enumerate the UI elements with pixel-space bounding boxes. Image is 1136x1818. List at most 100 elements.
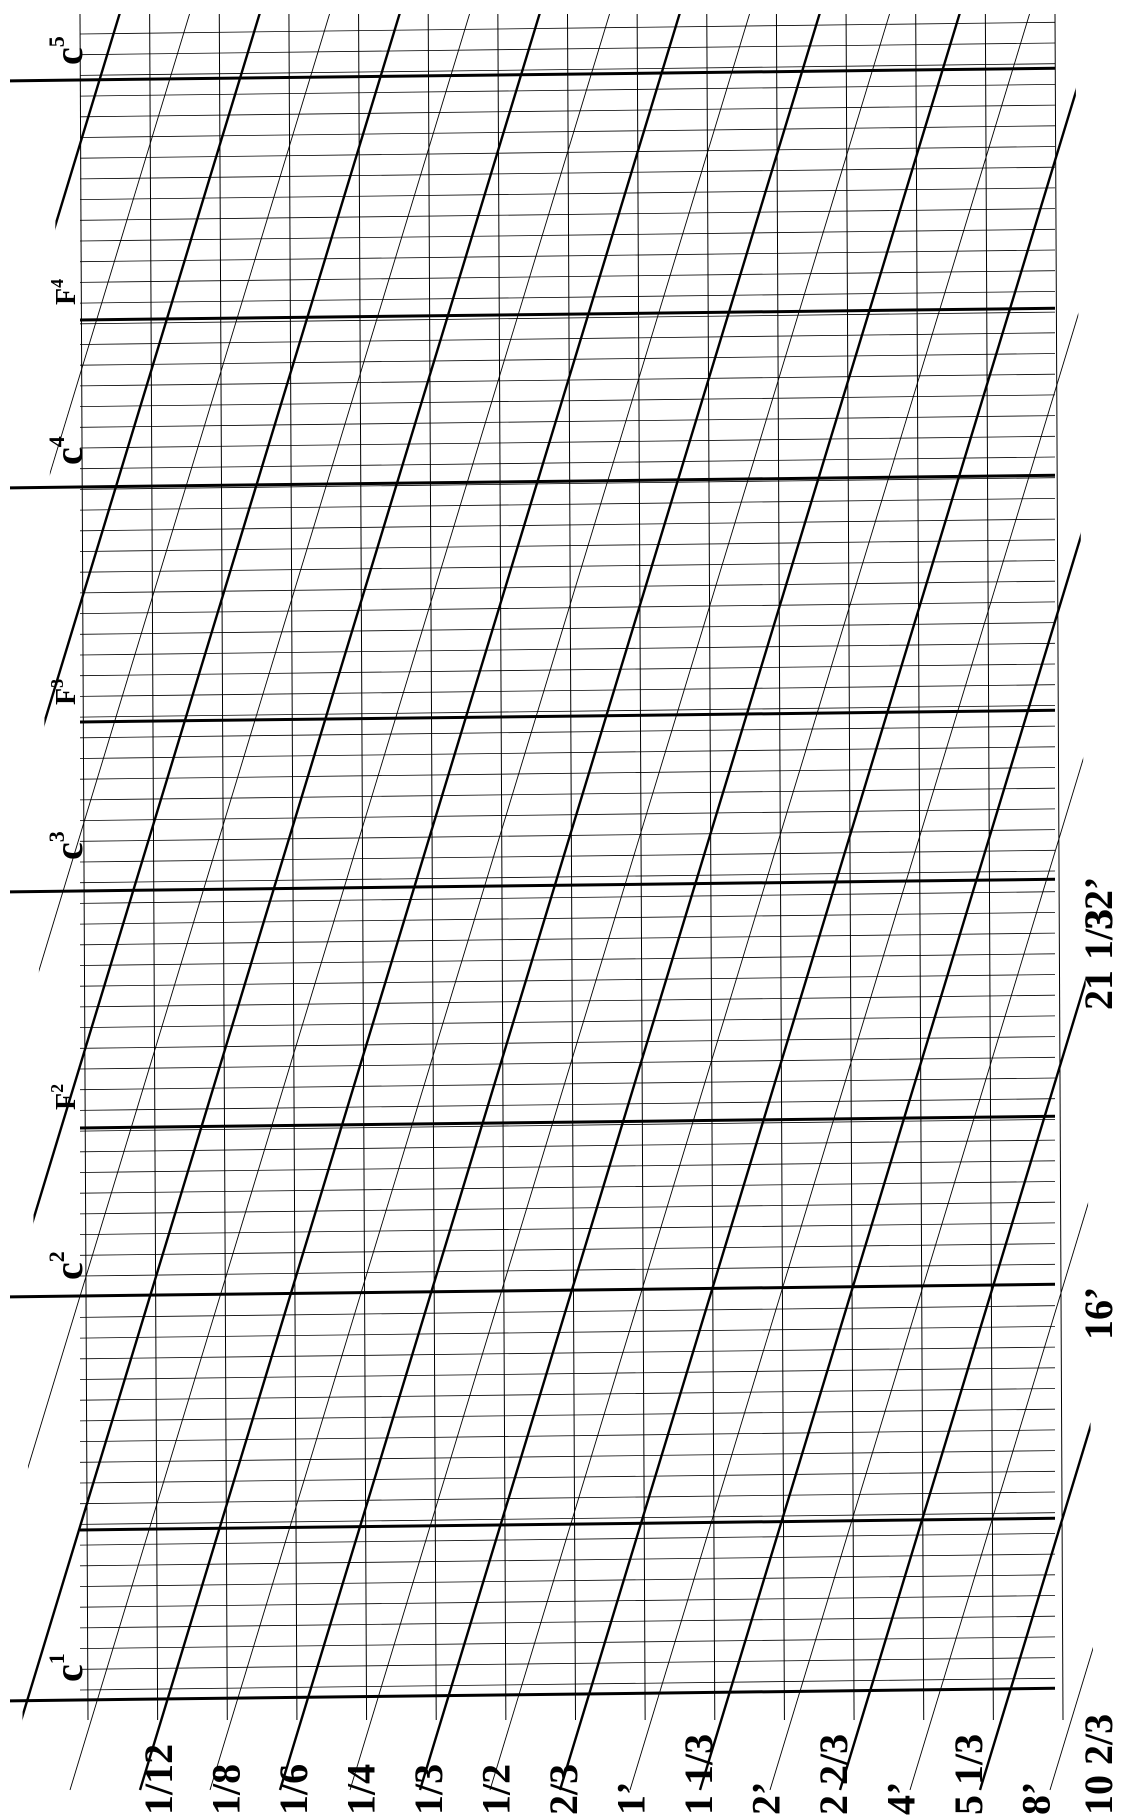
grid-row-line xyxy=(79,42,1056,56)
grid-row-line xyxy=(79,1201,1056,1215)
note-line xyxy=(79,306,1056,322)
grid-row-line xyxy=(79,1243,1056,1256)
note-line xyxy=(9,473,1056,490)
grid-row-line xyxy=(79,1139,1056,1153)
grid-column-line xyxy=(497,13,507,1721)
grid-row-line xyxy=(79,891,1056,904)
pitch-label-right: 21 1/3 xyxy=(1076,909,1121,1010)
pitch-label: 1/3 xyxy=(406,1764,451,1815)
note-label: F2 xyxy=(47,1084,82,1110)
pitch-label: 1/2 xyxy=(474,1764,519,1815)
grid-row-line xyxy=(79,746,1056,759)
grid-row-line xyxy=(79,394,1056,407)
note-letter: F xyxy=(51,1093,82,1110)
grid-row-line xyxy=(79,353,1056,366)
grid-row-line xyxy=(79,1553,1056,1567)
grid-row-line xyxy=(79,808,1056,821)
pitch-label: 2 2/3 xyxy=(811,1734,856,1815)
pitch-diagonal-minor xyxy=(20,14,331,1791)
grid-row-line xyxy=(79,1657,1056,1670)
pitch-diagonal-major xyxy=(20,14,262,1791)
grid-column-line xyxy=(775,13,785,1721)
note-line xyxy=(9,1282,1056,1299)
grid-row-line xyxy=(79,642,1056,656)
note-line xyxy=(79,1114,1056,1130)
note-letter: F xyxy=(51,288,82,305)
pitch-diagonal-major xyxy=(978,14,1095,1791)
pitch-label-right: 16’ xyxy=(1076,1287,1121,1340)
grid-row-line xyxy=(79,1077,1056,1091)
note-letter: F xyxy=(51,688,82,705)
grid-row-line xyxy=(79,1615,1056,1629)
grid-column-line xyxy=(218,13,228,1721)
grid-row-line xyxy=(79,684,1056,697)
pitch-diagonal-minor xyxy=(909,14,1095,1791)
grid-row-line xyxy=(79,1222,1056,1235)
pitch-diagonal-major xyxy=(418,14,962,1791)
grid-row-line xyxy=(79,21,1056,35)
pitch-diagonal-minor xyxy=(20,14,471,1791)
grid-row-line xyxy=(79,1036,1056,1049)
note-line xyxy=(79,708,1056,724)
grid-row-line xyxy=(79,974,1056,987)
grid-row-line xyxy=(79,291,1056,304)
pitch-label: 5 1/3 xyxy=(946,1734,991,1815)
note-label: c1 xyxy=(44,1653,91,1682)
grid-column-line xyxy=(1054,13,1064,1721)
grid-row-line xyxy=(79,1181,1056,1194)
grid-row-line xyxy=(79,663,1056,677)
grid-row-line xyxy=(79,270,1056,283)
grid-row-line xyxy=(79,1160,1056,1173)
pitch-label: 1’ xyxy=(609,1782,654,1815)
grid-row-line xyxy=(79,580,1056,594)
pitch-diagonal-minor xyxy=(69,14,611,1791)
note-superscript: 4 xyxy=(44,436,69,447)
grid-row-line xyxy=(79,725,1056,739)
pitch-diagonal-major xyxy=(20,14,402,1791)
grid-row-line xyxy=(79,1015,1056,1028)
grid-column-line xyxy=(567,13,576,1721)
pitch-label: 1/8 xyxy=(204,1764,249,1815)
pitch-diagonal-major xyxy=(838,14,1095,1791)
note-label: F3 xyxy=(47,679,82,705)
pitch-diagonal-minor xyxy=(20,14,191,1791)
grid-row-line xyxy=(79,539,1056,552)
pitch-diagonal-minor xyxy=(349,14,891,1791)
grid-row-line xyxy=(79,1305,1056,1318)
grid-row-line xyxy=(79,166,1056,180)
grid-row-line xyxy=(79,104,1056,118)
pitch-diagonal-minor xyxy=(209,14,751,1791)
grid-column-line xyxy=(427,13,437,1721)
grid-row-line xyxy=(79,1098,1056,1111)
grid-row-line xyxy=(79,1408,1056,1422)
pitch-diagonal-minor xyxy=(769,14,1095,1791)
note-superscript: 4 xyxy=(47,279,67,288)
grid-row-line xyxy=(79,228,1056,242)
grid-row-line xyxy=(79,1636,1056,1649)
pitch-label: 1/12 xyxy=(136,1744,181,1815)
grid-row-line xyxy=(79,1512,1056,1525)
note-superscript: 5 xyxy=(44,36,69,47)
pitch-diagonal-minor xyxy=(489,14,1031,1791)
grid-row-line xyxy=(79,187,1056,200)
pitch-diagonal-major xyxy=(278,14,822,1791)
note-superscript: 3 xyxy=(44,831,69,842)
note-superscript: 3 xyxy=(47,679,67,688)
grid-row-line xyxy=(79,932,1056,946)
note-line xyxy=(9,1686,1056,1703)
note-superscript: 2 xyxy=(47,1084,67,1093)
grid-row-line xyxy=(79,332,1056,345)
grid-row-line xyxy=(79,1574,1056,1587)
grid-row-line xyxy=(79,435,1056,449)
note-letter: c xyxy=(46,447,91,465)
pitch-diagonal-major xyxy=(558,14,1095,1791)
pitch-label-right: 32’ xyxy=(1076,877,1121,930)
pitch-label: 1/6 xyxy=(271,1764,316,1815)
grid-column-line xyxy=(706,13,716,1721)
grid-column-line xyxy=(636,13,646,1721)
grid-row-line xyxy=(79,622,1056,635)
note-label: c4 xyxy=(44,436,91,465)
note-superscript: 1 xyxy=(44,1653,69,1664)
